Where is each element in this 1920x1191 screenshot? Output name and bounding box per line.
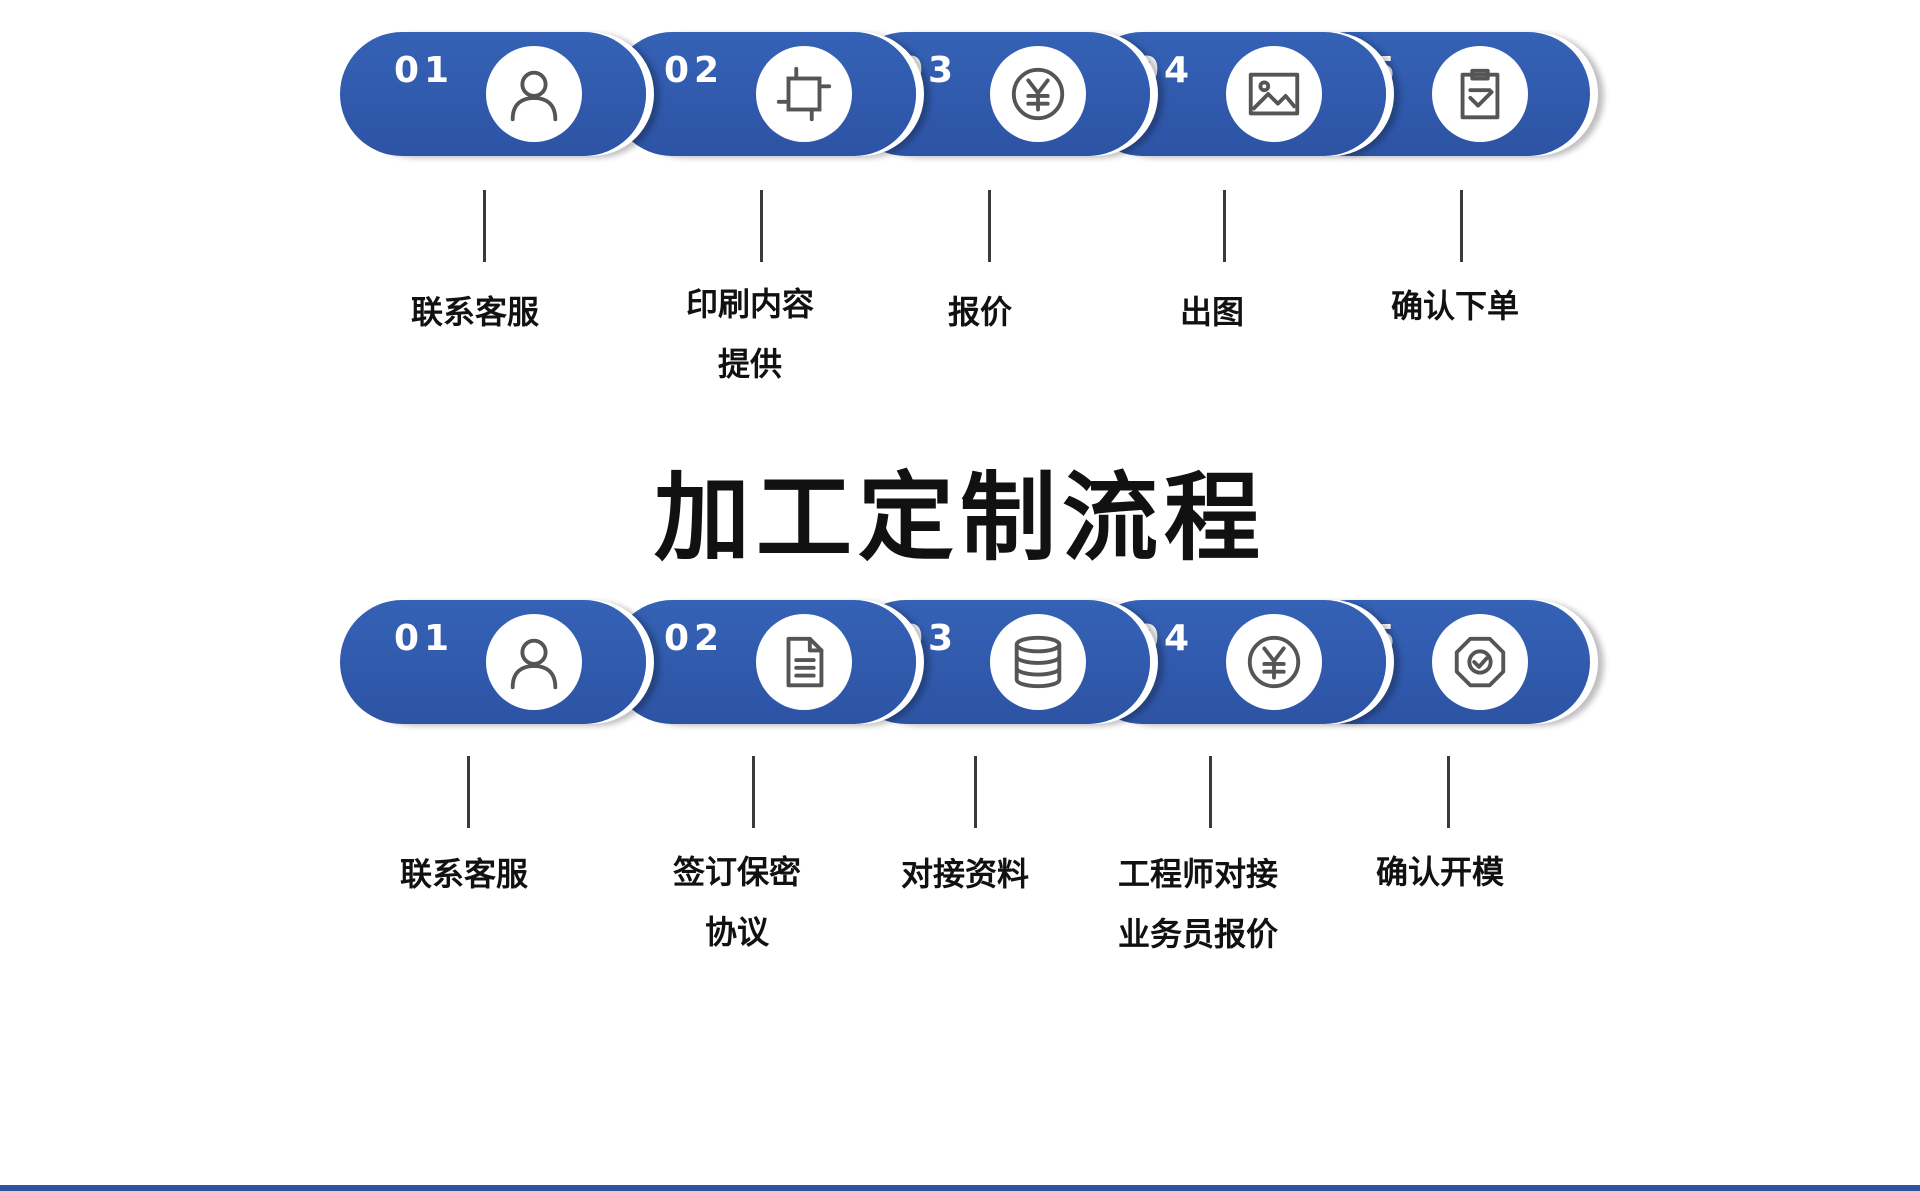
step-segment-2: 02 (610, 32, 916, 156)
step-label: 确认下单 (1390, 287, 1519, 325)
user-icon (510, 70, 558, 122)
connector-line (1460, 190, 1463, 262)
step-label: 联系客服 (399, 855, 528, 893)
step-label: 印刷内容 提供 (685, 285, 814, 383)
step-number: 02 (664, 618, 725, 659)
connector-line (1223, 190, 1226, 262)
document-icon (786, 636, 824, 688)
step-label: 确认开模 (1375, 853, 1504, 891)
step-label: 联系客服 (410, 293, 539, 331)
connector-line (760, 190, 763, 262)
step-segment-1: 01 (340, 600, 646, 724)
step-segment-1: 01 (340, 32, 646, 156)
page-title: 加工定制流程 (654, 462, 1266, 574)
process-flow-2: 01 02 03 04 05 (0, 568, 1920, 1068)
clipboard-check-icon (1460, 68, 1500, 120)
step-label: 工程师对接 业务员报价 (1117, 855, 1278, 953)
bottom-divider (0, 1185, 1920, 1191)
connector-line (483, 190, 486, 262)
connector-line (988, 190, 991, 262)
crop-icon (776, 66, 832, 122)
yen-coin-icon (1247, 635, 1301, 689)
step-segment-2: 02 (610, 600, 916, 724)
shield-check-icon (1454, 636, 1506, 688)
user-icon (510, 638, 558, 690)
process-flow-1: 01 02 03 04 05 (0, 0, 1920, 500)
step-number: 01 (394, 618, 455, 659)
connector-line (1447, 756, 1450, 828)
step-label: 出图 (1179, 293, 1244, 331)
step-label: 对接资料 (900, 855, 1029, 893)
database-icon (1014, 635, 1062, 689)
step-number: 01 (394, 50, 455, 91)
connector-line (752, 756, 755, 828)
image-icon (1248, 72, 1300, 116)
connector-line (1209, 756, 1212, 828)
step-number: 02 (664, 50, 725, 91)
yen-coin-icon (1011, 67, 1065, 121)
connector-line (467, 756, 470, 828)
connector-line (974, 756, 977, 828)
step-label: 签订保密 协议 (672, 853, 801, 951)
step-label: 报价 (947, 293, 1012, 331)
